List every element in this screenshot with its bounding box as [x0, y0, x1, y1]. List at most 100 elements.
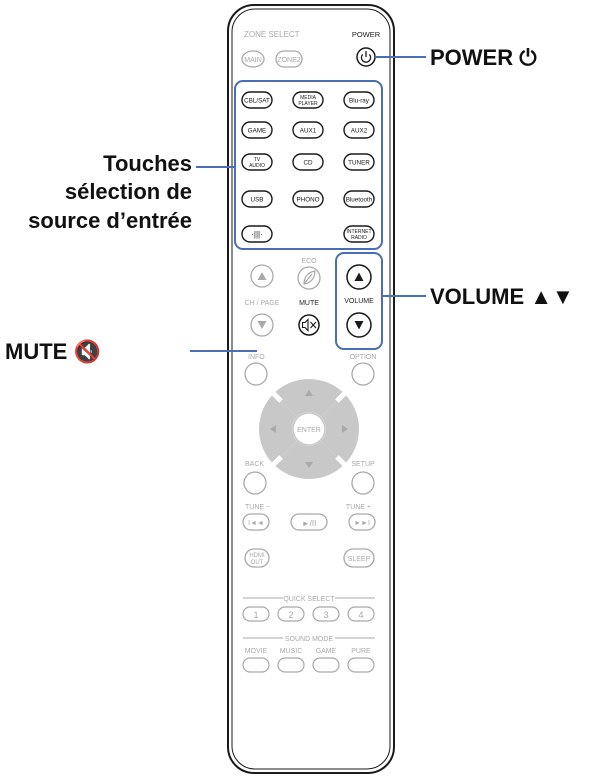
ch-down-icon: [257, 321, 267, 329]
source-button-bluetooth[interactable]: [343, 190, 375, 208]
source-button-label: CBL/SAT: [244, 97, 270, 104]
source-button-game[interactable]: [241, 121, 273, 139]
mute-button[interactable]: [298, 314, 320, 336]
quick-select-number: 3: [323, 610, 328, 620]
volume-callout: VOLUME ▲▼: [430, 284, 574, 309]
source-button-usb[interactable]: [241, 190, 273, 208]
dpad-left-segment[interactable]: [269, 401, 297, 457]
source-button-phono[interactable]: [292, 190, 324, 208]
volume-up-icon: [354, 272, 364, 281]
main-button[interactable]: [241, 50, 265, 68]
quick-select-3-button[interactable]: [312, 606, 340, 622]
volume-highlight-frame: [335, 252, 383, 350]
source-button-label: AUX1: [300, 127, 317, 134]
quick-select-2-button[interactable]: [277, 606, 305, 622]
sound-mode-label-item: PURE: [351, 648, 371, 655]
quick-select-number: 1: [253, 610, 258, 620]
source-button-quick-select-top[interactable]: [241, 225, 273, 243]
play-pause-icon: ►/II: [302, 519, 317, 528]
source-button-internet-radio[interactable]: [343, 225, 375, 243]
enter-button[interactable]: [292, 412, 326, 446]
source-button-label: TUNER: [348, 159, 370, 166]
dpad-up-arrow-icon: [305, 390, 313, 396]
ch-up-icon: [257, 272, 267, 280]
quick-select-number: 2: [288, 610, 293, 620]
dpad-right-arrow-icon: [342, 425, 348, 433]
remote-inner-outline: [231, 8, 391, 770]
dpad-up-segment[interactable]: [281, 389, 337, 417]
source-button-blu-ray[interactable]: [343, 91, 375, 109]
power-callout: POWER ⏻: [430, 45, 537, 70]
source-button-label: PHONO: [296, 196, 319, 203]
source-button-label: AUX2: [351, 127, 368, 134]
eco-label: ECO: [301, 258, 317, 265]
source-button-tv-audio[interactable]: [241, 153, 273, 171]
dpad-down-arrow-icon: [305, 462, 313, 468]
source-button-label: CD: [303, 159, 313, 166]
sound-mode-game-button[interactable]: [312, 657, 340, 673]
tune-minus-label: TUNE −: [245, 504, 270, 511]
source-callout-line3: source d’entrée: [28, 208, 192, 233]
source-button-aux1[interactable]: [292, 121, 324, 139]
sleep-button[interactable]: [343, 548, 375, 568]
sound-mode-music-button[interactable]: [277, 657, 305, 673]
mute-label: MUTE: [299, 300, 319, 307]
source-button-label: Blu-ray: [349, 97, 370, 104]
source-button-aux2[interactable]: [343, 121, 375, 139]
sound-mode-label: SOUND MODE: [285, 636, 334, 643]
tune-plus-icon: ►►I: [354, 520, 370, 527]
quick-select-1-button[interactable]: [242, 606, 270, 622]
zone-select-label: ZONE SELECT: [244, 30, 300, 39]
ch-page-label: CH / PAGE: [245, 300, 280, 307]
quick-select-dial-icon: ·|||·: [251, 230, 263, 239]
mute-icon: [301, 318, 317, 332]
source-callout-line2: sélection de: [64, 179, 192, 204]
info-button[interactable]: [244, 362, 268, 386]
zone2-button-label: ZONE2: [277, 57, 300, 64]
setup-button[interactable]: [351, 471, 375, 495]
quick-select-number: 4: [358, 610, 363, 620]
source-button-cbl-sat[interactable]: [241, 91, 273, 109]
sound-mode-pure-button[interactable]: [347, 657, 375, 673]
sound-mode-label-item: MOVIE: [245, 648, 268, 655]
enter-label: ENTER: [297, 427, 321, 434]
source-button-cd[interactable]: [292, 153, 324, 171]
volume-down-icon: [354, 321, 364, 330]
back-button[interactable]: [243, 471, 267, 495]
tune-minus-button[interactable]: [242, 513, 270, 531]
source-button-tuner[interactable]: [343, 153, 375, 171]
mute-callout: MUTE 🔇: [5, 339, 101, 364]
dpad-right-segment[interactable]: [321, 401, 349, 457]
tune-minus-icon: I◄◄: [248, 520, 264, 527]
source-button-label: GAME: [248, 127, 267, 134]
quick-select-4-button[interactable]: [347, 606, 375, 622]
source-button-label: Bluetooth: [346, 196, 373, 203]
source-button-label: USB: [251, 196, 264, 203]
source-callout-line1: Touches: [103, 151, 192, 176]
setup-label: SETUP: [351, 461, 375, 468]
sound-mode-movie-button[interactable]: [242, 657, 270, 673]
main-button-label: MAIN: [244, 57, 262, 64]
zone2-button[interactable]: [275, 50, 303, 68]
volume-label: VOLUME: [344, 298, 374, 305]
power-icon: [360, 51, 372, 63]
hdmi-out-button[interactable]: [244, 548, 270, 568]
quick-select-buttons: 1 2 3 4: [242, 606, 375, 622]
sleep-label: SLEEP: [348, 556, 371, 563]
source-button-media-player[interactable]: [292, 91, 324, 109]
option-label: OPTION: [350, 354, 377, 361]
eco-leaf-icon: [303, 270, 316, 285]
dpad-left-arrow-icon: [270, 425, 276, 433]
quick-select-label: QUICK SELECT: [283, 596, 335, 603]
play-pause-button[interactable]: [290, 513, 328, 531]
dpad-down-segment[interactable]: [281, 441, 337, 469]
tune-plus-button[interactable]: [348, 513, 376, 531]
option-button[interactable]: [351, 362, 375, 386]
